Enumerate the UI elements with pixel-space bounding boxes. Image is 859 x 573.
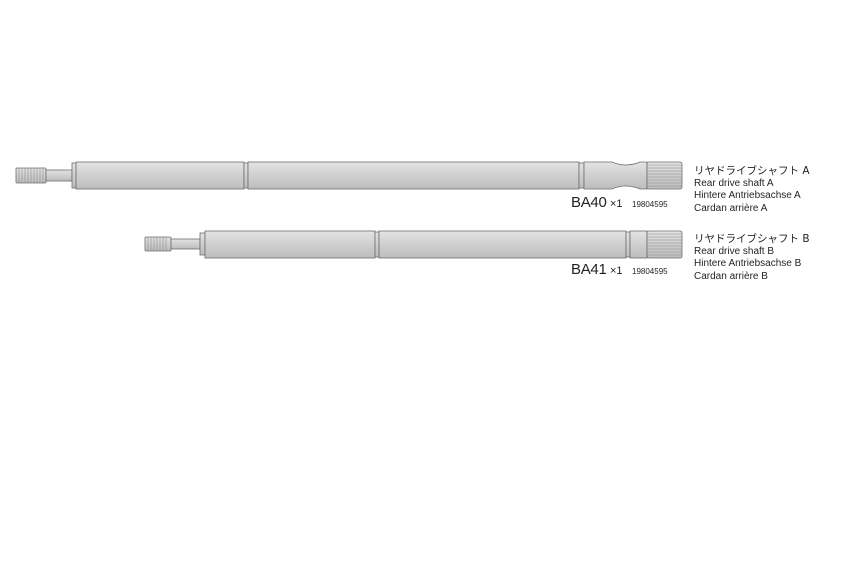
shaft-a-spline (646, 161, 683, 190)
name-japanese: リヤドライブシャフト A (694, 165, 810, 177)
shaft-b-spline (646, 230, 683, 259)
part-description-ba40: リヤドライブシャフト A Rear drive shaft A Hintere … (694, 165, 810, 215)
shaft-a-groove-2 (578, 162, 585, 189)
name-english: Rear drive shaft B (694, 245, 775, 257)
name-german: Hintere Antriebsachse B (694, 258, 802, 269)
shaft-b-body-1 (204, 230, 376, 259)
shaft-b-body-2 (378, 230, 627, 259)
part-code-ba41: BA41 (571, 261, 607, 278)
name-japanese: リヤドライブシャフト B (694, 233, 810, 245)
rear-drive-shaft-a-drawing (15, 161, 683, 190)
shaft-a-groove-1 (243, 162, 249, 189)
shaft-b-groove-1 (374, 231, 380, 258)
name-french: Cardan arrière B (694, 270, 768, 282)
part-quantity-ba41: ×1 (610, 265, 623, 277)
name-english: Rear drive shaft A (694, 177, 774, 189)
part-quantity-ba40: ×1 (610, 198, 623, 210)
part-code-ba40: BA40 (571, 194, 607, 211)
name-french: Cardan arrière A (694, 202, 768, 214)
shaft-a-neck (45, 169, 73, 182)
rear-drive-shaft-b-drawing (144, 230, 683, 259)
shaft-a-collar (71, 162, 77, 189)
part-number-ba41: 19804595 (632, 267, 668, 276)
shaft-a-body-1 (75, 161, 245, 190)
shaft-a-body-2 (247, 161, 580, 190)
part-description-ba41: リヤドライブシャフト B Rear drive shaft B Hintere … (694, 233, 810, 283)
shaft-a-notched-end (583, 161, 648, 190)
shaft-b-collar (199, 232, 206, 256)
shaft-b-groove-2 (625, 231, 631, 258)
shaft-b-end-section (629, 230, 648, 259)
shaft-b-thread (144, 236, 172, 252)
name-german: Hintere Antriebsachse A (694, 190, 801, 201)
shaft-a-thread (15, 167, 47, 184)
shaft-b-neck (170, 238, 201, 250)
part-number-ba40: 19804595 (632, 200, 668, 209)
